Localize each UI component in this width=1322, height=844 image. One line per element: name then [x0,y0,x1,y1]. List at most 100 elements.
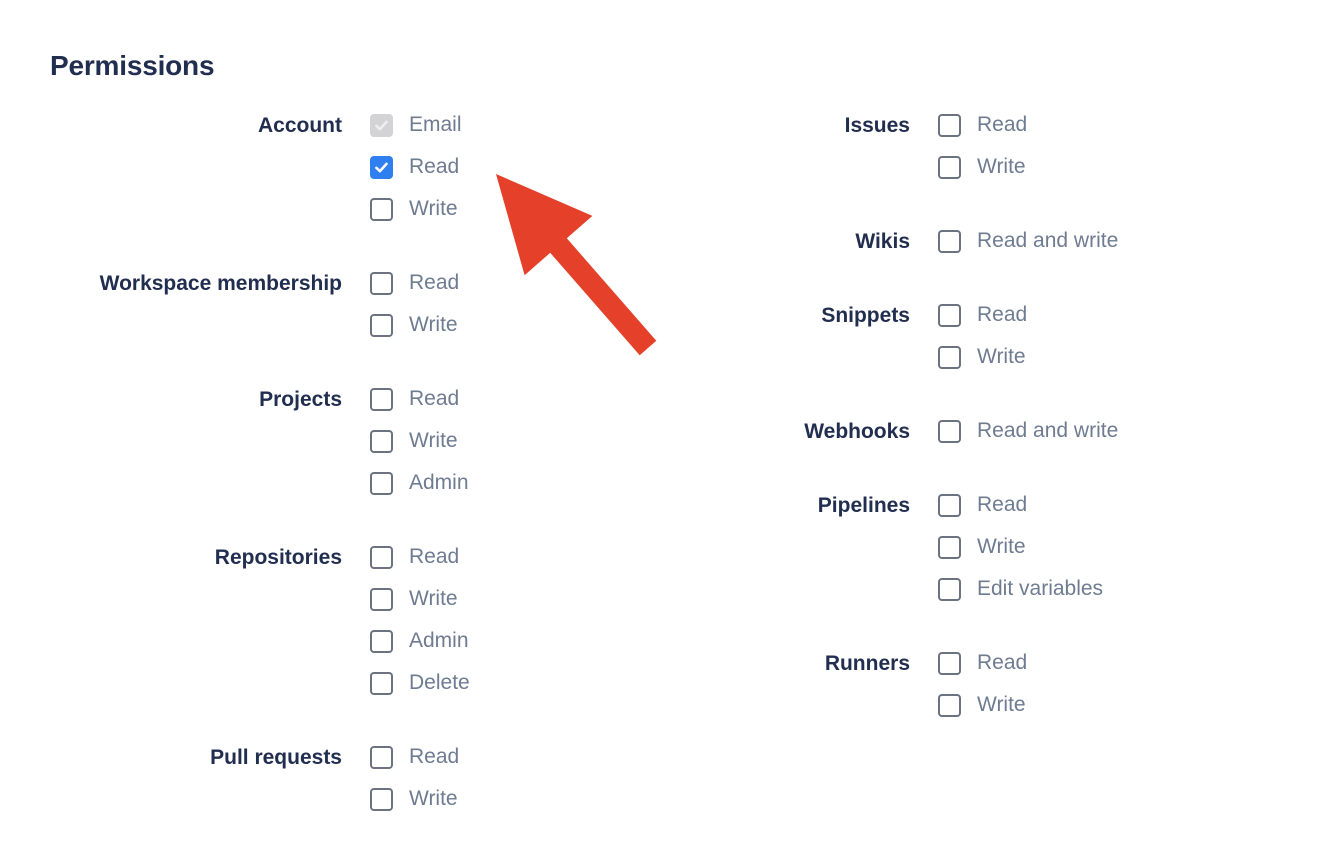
permission-option-label: Edit variables [977,577,1104,600]
permission-group-label: Wikis [855,230,910,253]
checkbox-runners-write[interactable] [938,693,961,717]
permission-option-label: Read [409,387,460,410]
checkbox-projects-read[interactable] [370,387,393,411]
checkbox-pipelines-read[interactable] [938,493,961,517]
checkbox-snippets-read[interactable] [938,303,961,327]
permission-option-repositories-write[interactable]: Write [370,578,470,620]
permission-option-wikis-read-and-write[interactable]: Read and write [938,220,1118,262]
permission-option-label: Read [409,745,460,768]
checkbox-projects-admin[interactable] [370,471,393,495]
permission-option-label: Read and write [977,419,1119,442]
permission-option-pipelines-write[interactable]: Write [938,526,1103,568]
permission-option-label: Read and write [977,229,1119,252]
permission-group-label: Pull requests [210,746,342,769]
checkbox-pull-requests-read[interactable] [370,745,393,769]
permission-option-label: Write [409,787,458,810]
permission-option-account-write[interactable]: Write [370,188,462,230]
permission-group-label: Projects [259,388,342,411]
permission-option-workspace-membership-write[interactable]: Write [370,304,459,346]
checkbox-pipelines-edit-variables[interactable] [938,577,961,601]
permission-option-projects-write[interactable]: Write [370,420,469,462]
checkbox-account-email [370,113,393,137]
permission-option-pull-requests-write[interactable]: Write [370,778,459,820]
permission-option-runners-write[interactable]: Write [938,684,1027,726]
checkbox-account-write[interactable] [370,197,393,221]
checkbox-pipelines-write[interactable] [938,535,961,559]
permission-option-snippets-write[interactable]: Write [938,336,1027,378]
permission-option-label: Admin [409,471,469,494]
permission-option-label: Email [409,113,462,136]
permission-group-label: Workspace membership [99,272,342,295]
permission-group-wikis: Wikis Read and write [595,220,1255,262]
checkbox-wikis-read-and-write[interactable] [938,229,961,253]
checkbox-issues-read[interactable] [938,113,961,137]
permission-option-label: Write [409,429,458,452]
checkbox-runners-read[interactable] [938,651,961,675]
checkbox-snippets-write[interactable] [938,345,961,369]
permission-option-label: Write [409,587,458,610]
permission-option-workspace-membership-read[interactable]: Read [370,262,459,304]
permission-option-repositories-read[interactable]: Read [370,536,470,578]
permission-option-runners-read[interactable]: Read [938,642,1027,684]
permission-option-pull-requests-read[interactable]: Read [370,736,459,778]
permission-option-account-read[interactable]: Read [370,146,462,188]
permission-option-issues-read[interactable]: Read [938,104,1027,146]
permission-option-projects-admin[interactable]: Admin [370,462,469,504]
permission-option-label: Write [977,345,1026,368]
checkbox-pull-requests-write[interactable] [370,787,393,811]
permission-option-label: Read [409,271,460,294]
permission-group-label: Webhooks [804,420,910,443]
permission-group-label: Pipelines [817,494,910,517]
permission-option-label: Admin [409,629,469,652]
checkbox-repositories-read[interactable] [370,545,393,569]
permission-option-pipelines-edit-variables[interactable]: Edit variables [938,568,1103,610]
permission-option-repositories-admin[interactable]: Admin [370,620,470,662]
permission-option-issues-write[interactable]: Write [938,146,1027,188]
permission-option-label: Write [977,693,1026,716]
checkbox-repositories-write[interactable] [370,587,393,611]
permission-option-list: Read and write [910,410,1118,452]
checkbox-webhooks-read-and-write[interactable] [938,419,961,443]
permission-option-webhooks-read-and-write[interactable]: Read and write [938,410,1118,452]
checkbox-workspace-membership-write[interactable] [370,313,393,337]
permission-option-snippets-read[interactable]: Read [938,294,1027,336]
permission-option-label: Read [977,303,1028,326]
checkbox-repositories-admin[interactable] [370,629,393,653]
permission-option-label: Write [409,313,458,336]
checkbox-account-read[interactable] [370,155,393,179]
permission-group-webhooks: Webhooks Read and write [595,410,1255,452]
permission-option-account-email: Email [370,104,462,146]
checkbox-repositories-delete[interactable] [370,671,393,695]
permission-group-label: Repositories [214,546,342,569]
permission-option-label: Read [977,493,1028,516]
permission-option-label: Read [409,545,460,568]
permission-option-repositories-delete[interactable]: Delete [370,662,470,704]
permission-group-label: Snippets [821,304,910,327]
permission-option-list: Read and write [910,220,1118,262]
permission-option-pipelines-read[interactable]: Read [938,484,1103,526]
checkbox-projects-write[interactable] [370,429,393,453]
permission-option-label: Read [977,651,1028,674]
checkbox-issues-write[interactable] [938,155,961,179]
checkbox-workspace-membership-read[interactable] [370,271,393,295]
permission-option-projects-read[interactable]: Read [370,378,469,420]
permission-option-label: Write [977,155,1026,178]
